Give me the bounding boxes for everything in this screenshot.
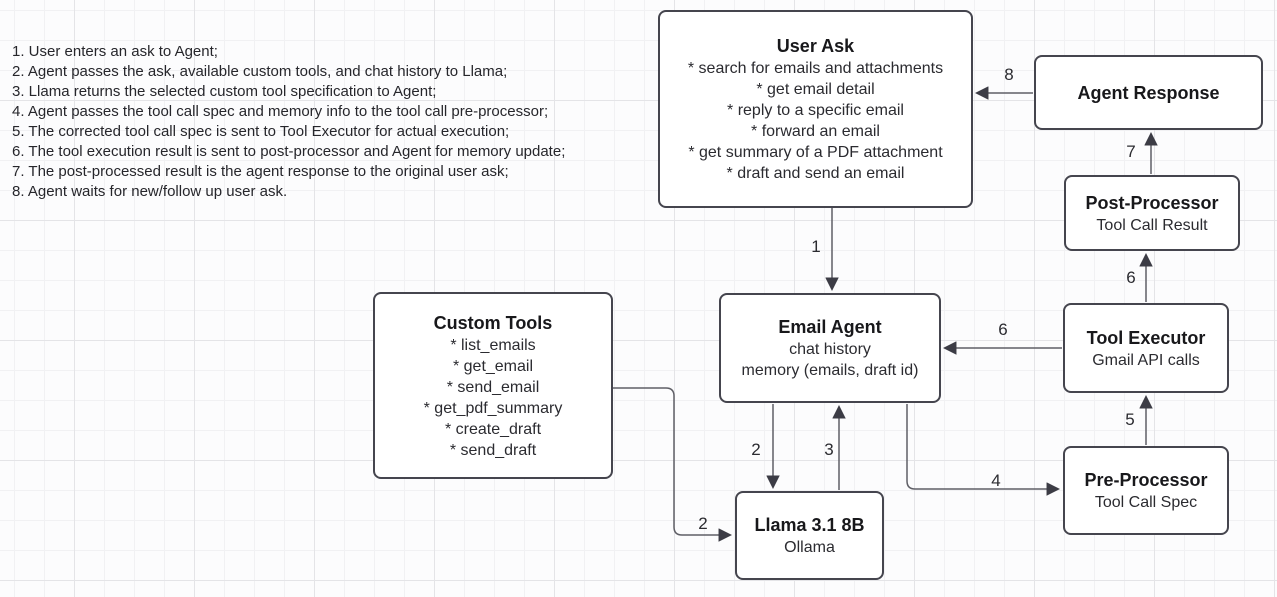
edge-label-8: 8 bbox=[1004, 65, 1014, 84]
custom-tools-item: * get_pdf_summary bbox=[423, 399, 563, 417]
email-agent-line: chat history bbox=[789, 341, 871, 358]
node-tool-executor[interactable]: Tool Executor Gmail API calls bbox=[1063, 303, 1229, 393]
user-ask-item: * draft and send an email bbox=[726, 165, 905, 182]
custom-tools-item: * send_email bbox=[446, 378, 540, 396]
edge-label-4: 4 bbox=[991, 471, 1001, 490]
edge-2-customtools-to-llama[interactable] bbox=[613, 387, 733, 542]
edge-label-2-agent-llama: 2 bbox=[751, 440, 761, 459]
step-note: 2. Agent passes the ask, available custo… bbox=[12, 63, 508, 80]
edge-label-6-exec-post: 6 bbox=[1126, 268, 1136, 287]
node-llama[interactable]: Llama 3.1 8B Ollama bbox=[735, 491, 884, 580]
email-agent-line: memory (emails, draft id) bbox=[741, 362, 919, 379]
node-custom-tools[interactable]: Custom Tools * list_emails * get_email *… bbox=[373, 292, 613, 479]
edge-label-7: 7 bbox=[1126, 142, 1136, 161]
node-user-ask-title: User Ask bbox=[776, 36, 855, 56]
user-ask-item: * forward an email bbox=[751, 123, 880, 140]
step-note: 1. User enters an ask to Agent; bbox=[12, 43, 218, 60]
step-note: 3. Llama returns the selected custom too… bbox=[12, 83, 437, 100]
edge-label-5: 5 bbox=[1125, 410, 1135, 429]
node-tool-executor-title: Tool Executor bbox=[1086, 327, 1206, 348]
user-ask-item: * reply to a specific email bbox=[727, 102, 904, 119]
edge-label-1: 1 bbox=[811, 237, 821, 256]
step-notes: 1. User enters an ask to Agent; 2. Agent… bbox=[12, 42, 565, 202]
edge-4-emailagent-to-preprocessor[interactable] bbox=[906, 404, 1061, 496]
edge-label-6-exec-agent: 6 bbox=[998, 320, 1008, 339]
node-tool-executor-subtitle: Gmail API calls bbox=[1092, 351, 1200, 369]
step-note: 6. The tool execution result is sent to … bbox=[12, 143, 566, 160]
node-post-processor-title: Post-Processor bbox=[1085, 192, 1219, 213]
node-email-agent[interactable]: Email Agent chat history memory (emails,… bbox=[719, 293, 941, 403]
node-email-agent-title: Email Agent bbox=[778, 317, 882, 337]
node-pre-processor[interactable]: Pre-Processor Tool Call Spec bbox=[1063, 446, 1229, 535]
step-note: 4. Agent passes the tool call spec and m… bbox=[12, 103, 549, 120]
user-ask-item: * search for emails and attachments bbox=[687, 60, 944, 77]
node-llama-subtitle: Ollama bbox=[784, 539, 835, 556]
user-ask-item: * get summary of a PDF attachment bbox=[688, 144, 943, 161]
custom-tools-item: * send_draft bbox=[449, 441, 537, 459]
edge-label-3: 3 bbox=[824, 440, 834, 459]
node-user-ask[interactable]: User Ask * search for emails and attachm… bbox=[658, 10, 973, 208]
step-note: 5. The corrected tool call spec is sent … bbox=[12, 123, 510, 140]
node-post-processor[interactable]: Post-Processor Tool Call Result bbox=[1064, 175, 1240, 251]
edge-label-2-tools-llama: 2 bbox=[698, 514, 708, 533]
node-pre-processor-title: Pre-Processor bbox=[1084, 470, 1208, 490]
custom-tools-item: * create_draft bbox=[444, 420, 542, 438]
node-pre-processor-subtitle: Tool Call Spec bbox=[1094, 494, 1198, 511]
node-custom-tools-title: Custom Tools bbox=[433, 312, 553, 333]
node-agent-response-title: Agent Response bbox=[1077, 82, 1220, 103]
user-ask-item: * get email detail bbox=[756, 81, 875, 98]
custom-tools-item: * get_email bbox=[452, 357, 534, 375]
node-post-processor-subtitle: Tool Call Result bbox=[1096, 216, 1208, 234]
step-note: 7. The post-processed result is the agen… bbox=[12, 163, 509, 180]
step-note: 8. Agent waits for new/follow up user as… bbox=[12, 183, 288, 200]
custom-tools-item: * list_emails bbox=[450, 336, 536, 354]
node-llama-title: Llama 3.1 8B bbox=[754, 515, 865, 535]
node-agent-response[interactable]: Agent Response bbox=[1034, 55, 1263, 130]
